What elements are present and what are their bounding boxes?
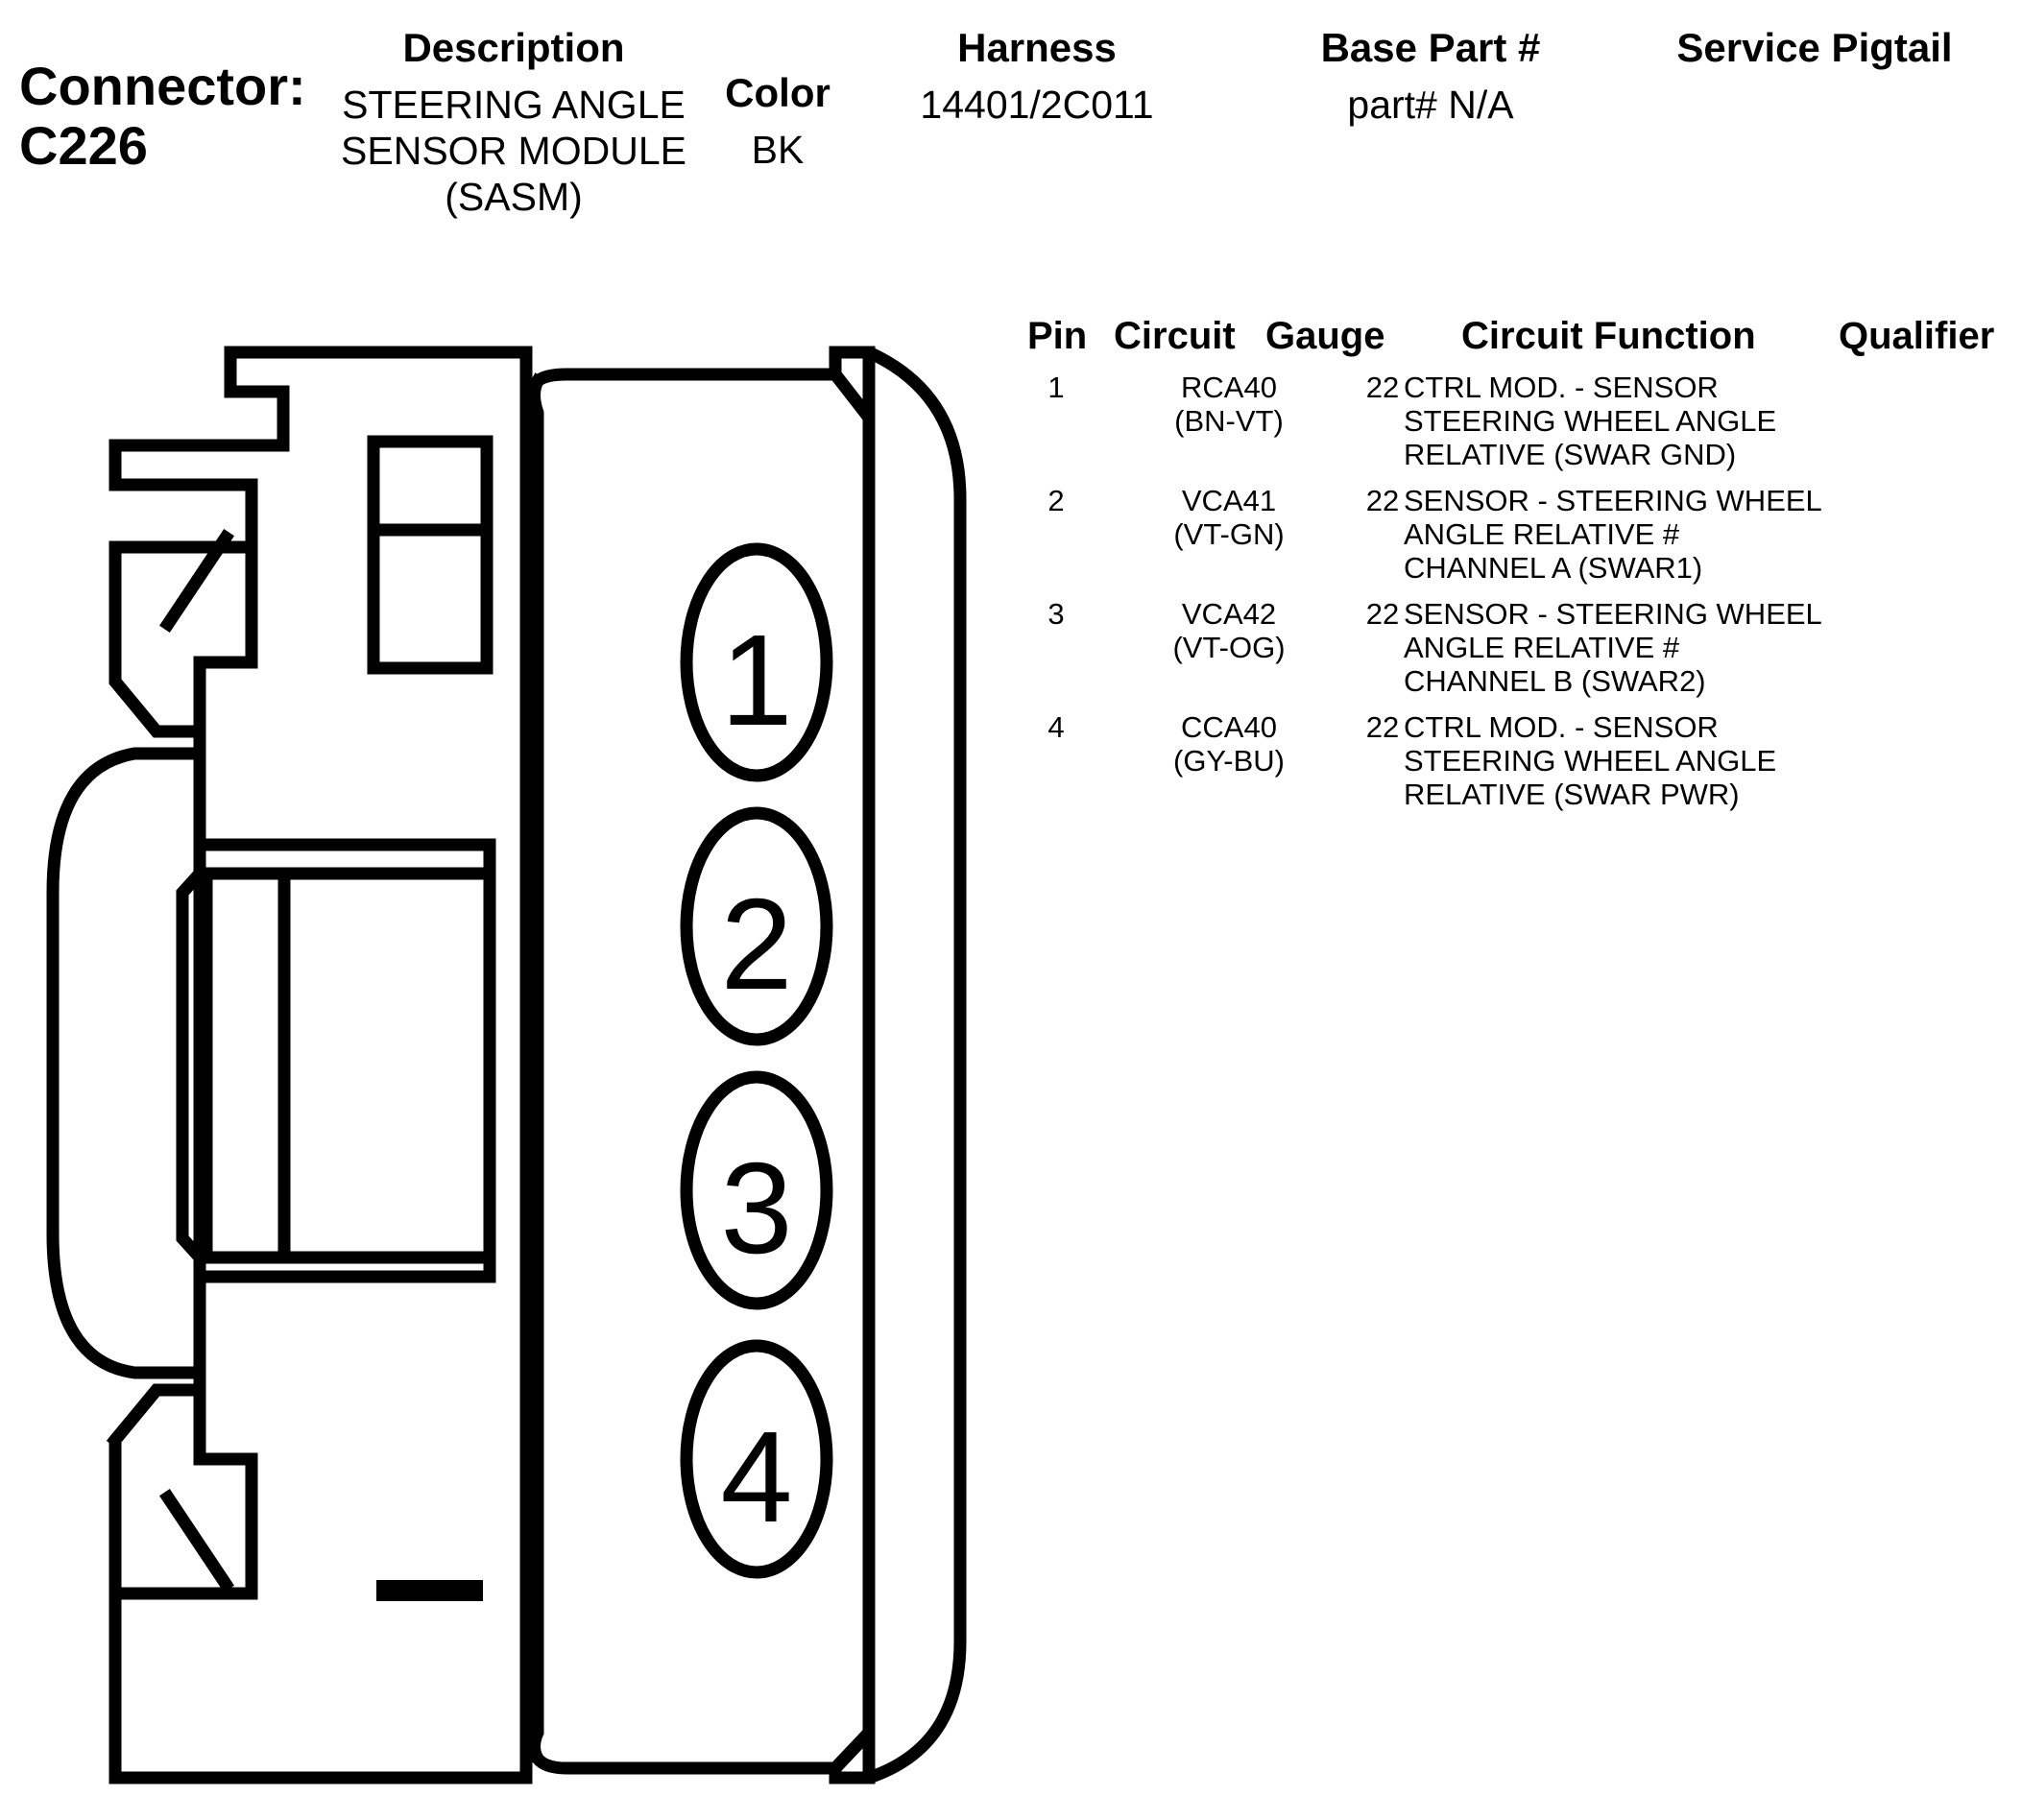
table-header-circuit: Circuit	[1114, 315, 1236, 357]
housing-tab-top	[224, 346, 290, 452]
service-pigtail-header: Service Pigtail	[1676, 25, 1953, 70]
latch-bottom-diagonal	[158, 1488, 235, 1593]
slot-outer-left	[176, 864, 209, 1267]
pin-1-circle	[680, 542, 833, 782]
row-function-line: CHANNEL A (SWAR1)	[1404, 551, 1703, 585]
row-gauge: 22	[1365, 597, 1400, 631]
slot-inner	[200, 867, 496, 1264]
pin-2-number: 2	[720, 872, 792, 1017]
row-function-line: STEERING WHEEL ANGLE	[1404, 744, 1777, 778]
row-circuit: VCA42 (VT-OG)	[1090, 597, 1368, 664]
pin-face-cap	[829, 346, 967, 1784]
row-pin: 4	[1047, 710, 1065, 744]
row-function-line: RELATIVE (SWAR GND)	[1404, 438, 1737, 471]
base-part-header: Base Part #	[1320, 25, 1541, 70]
color-value: BK	[751, 128, 805, 172]
row-gauge: 22	[1365, 710, 1400, 744]
row-circuit-code: VCA42	[1181, 597, 1277, 631]
window-top	[367, 435, 493, 675]
pin-4-number: 4	[720, 1404, 792, 1549]
table-row: 1 RCA40 (BN-VT) 22 CTRL MOD. - SENSOR ST…	[1008, 371, 2007, 484]
table-header-function: Circuit Function	[1461, 315, 1756, 357]
pin-1: 1	[680, 542, 833, 782]
row-function-line: CTRL MOD. - SENSOR	[1404, 710, 1719, 744]
description-value: STEERING ANGLE SENSOR MODULE (SASM)	[317, 82, 710, 220]
harness-value: 14401/2C011	[920, 83, 1154, 127]
pin-3-circle	[680, 1070, 833, 1310]
pin-2-circle	[680, 806, 833, 1046]
pin-1-number: 1	[720, 608, 792, 753]
row-pin: 3	[1047, 597, 1065, 631]
row-function-line: SENSOR - STEERING WHEEL	[1404, 484, 1822, 517]
base-part-value: part# N/A	[1347, 83, 1514, 127]
pin-4: 4	[680, 1339, 833, 1579]
pin-4-circle	[680, 1339, 833, 1579]
table-header-qualifier: Qualifier	[1839, 315, 1995, 357]
row-function-line: ANGLE RELATIVE #	[1404, 631, 1680, 664]
connector-label: Connector:	[19, 56, 306, 116]
pin-3-number: 3	[720, 1136, 792, 1281]
row-wire-color: (VT-OG)	[1172, 631, 1286, 664]
connector-diagram: 1 2 3 4	[46, 346, 967, 1784]
row-circuit: RCA40 (BN-VT)	[1090, 371, 1368, 438]
description-line: SENSOR MODULE	[341, 129, 686, 173]
lock-outline	[46, 747, 206, 1379]
connector-id: C226	[19, 115, 148, 176]
row-function-line: SENSOR - STEERING WHEEL	[1404, 597, 1822, 631]
row-circuit-code: CCA40	[1181, 710, 1277, 744]
pin-2: 2	[680, 806, 833, 1046]
harness-header: Harness	[957, 25, 1117, 70]
row-function: CTRL MOD. - SENSOR STEERING WHEEL ANGLE …	[1404, 710, 1776, 811]
slot-outer	[193, 838, 496, 1283]
row-circuit-code: VCA41	[1181, 484, 1277, 517]
row-function-line: CTRL MOD. - SENSOR	[1404, 371, 1719, 404]
row-gauge: 22	[1365, 484, 1400, 517]
row-function-line: STEERING WHEEL ANGLE	[1404, 404, 1777, 438]
description-header: Description	[402, 25, 625, 70]
row-wire-color: (VT-GN)	[1173, 517, 1285, 551]
row-function: CTRL MOD. - SENSOR STEERING WHEEL ANGLE …	[1404, 371, 1776, 471]
row-circuit: CCA40 (GY-BU)	[1090, 710, 1368, 778]
description-line: (SASM)	[445, 175, 583, 219]
description-line: STEERING ANGLE	[342, 83, 686, 127]
table-header-gauge: Gauge	[1265, 315, 1385, 357]
row-pin: 2	[1047, 484, 1065, 517]
row-function-line: ANGLE RELATIVE #	[1404, 517, 1680, 551]
pin-3: 3	[680, 1070, 833, 1310]
table-row: 4 CCA40 (GY-BU) 22 CTRL MOD. - SENSOR ST…	[1008, 710, 2007, 824]
latch-bottom	[106, 1383, 258, 1600]
color-header: Color	[725, 70, 830, 115]
table-row: 2 VCA41 (VT-GN) 22 SENSOR - STEERING WHE…	[1008, 484, 2007, 597]
row-gauge: 22	[1365, 371, 1400, 404]
row-circuit: VCA41 (VT-GN)	[1090, 484, 1368, 551]
row-function: SENSOR - STEERING WHEEL ANGLE RELATIVE #…	[1404, 484, 1822, 585]
latch-top-diagonal	[158, 528, 235, 634]
row-pin: 1	[1047, 371, 1065, 404]
row-function-line: RELATIVE (SWAR PWR)	[1404, 778, 1740, 811]
row-function: SENSOR - STEERING WHEEL ANGLE RELATIVE #…	[1404, 597, 1822, 698]
row-wire-color: (BN-VT)	[1174, 404, 1284, 438]
row-function-line: CHANNEL B (SWAR2)	[1404, 664, 1706, 698]
table-row: 3 VCA42 (VT-OG) 22 SENSOR - STEERING WHE…	[1008, 597, 2007, 710]
row-circuit-code: RCA40	[1181, 371, 1277, 404]
table-header-pin: Pin	[1027, 315, 1088, 357]
latch-top	[108, 531, 258, 738]
pin-face-body	[528, 368, 876, 1775]
row-wire-color: (GY-BU)	[1173, 744, 1285, 778]
